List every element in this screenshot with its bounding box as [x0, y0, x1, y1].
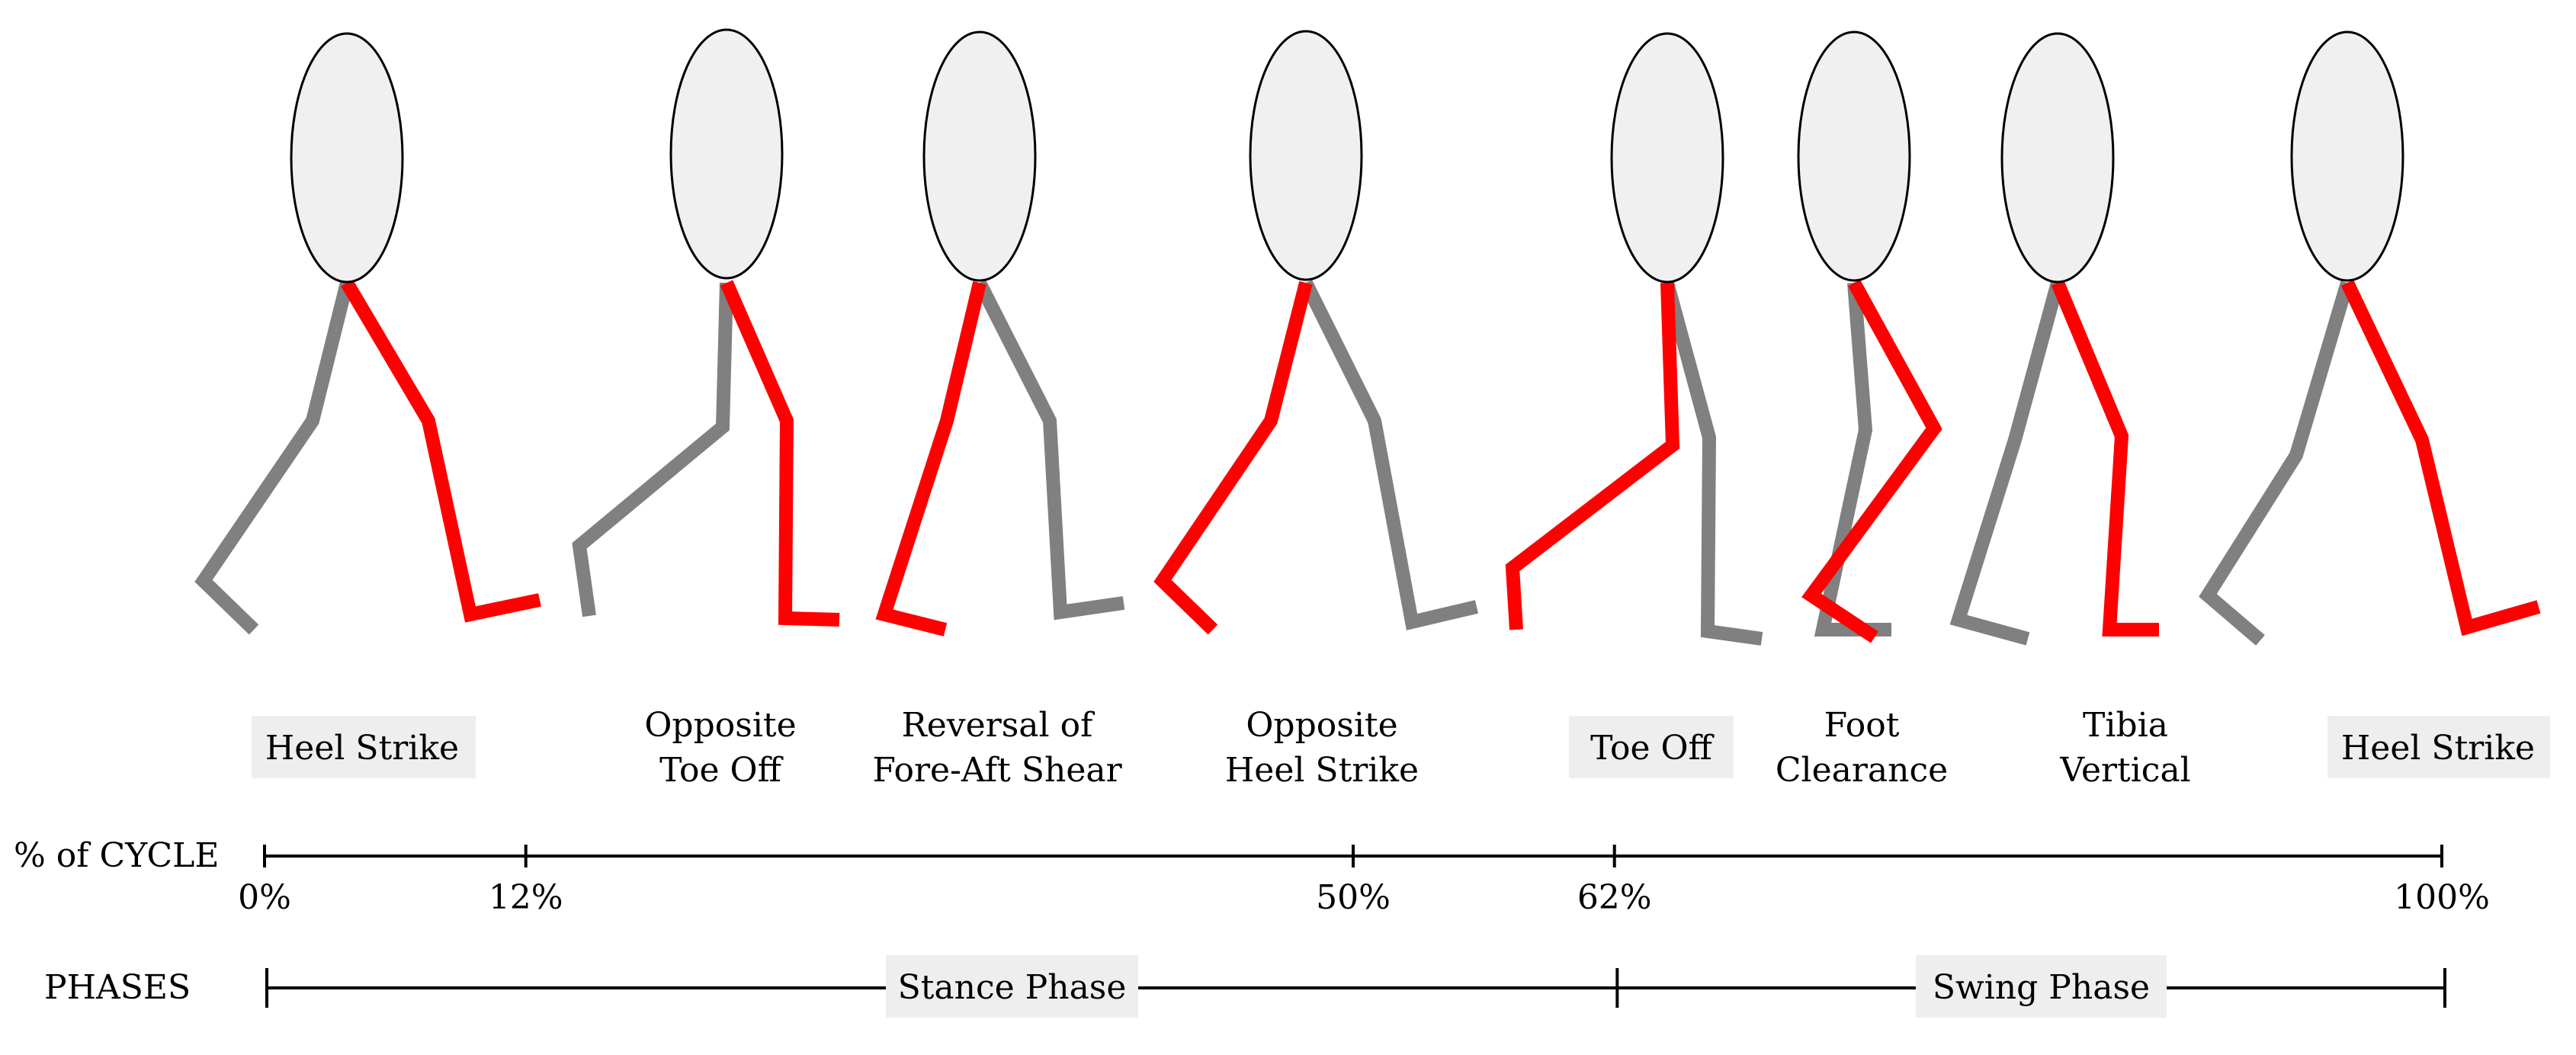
event-label-line: Toe Off	[1590, 729, 1715, 768]
walking-figure	[194, 32, 541, 635]
cycle-axis: % of CYCLE 0% 12% 50% 62% 100%	[14, 836, 2490, 917]
stance-leg	[2051, 280, 2159, 637]
phase-label-text: Stance Phase	[898, 968, 1127, 1007]
label-box	[1569, 716, 1734, 778]
event-label-line: Foot	[1824, 706, 1900, 745]
cycle-tick-label: 50%	[1316, 878, 1391, 917]
walking-figure	[1797, 30, 1942, 643]
stance-leg	[1801, 279, 1942, 643]
cycle-axis-label: % of CYCLE	[14, 836, 220, 875]
walking-figure	[1949, 32, 2159, 646]
event-label-line: Clearance	[1776, 751, 1948, 790]
event-label: Heel Strike	[2327, 716, 2550, 778]
event-label-line: Heel Strike	[265, 729, 459, 768]
event-label: Heel Strike	[252, 716, 476, 778]
label-box	[252, 716, 476, 778]
event-label-line: Vertical	[2059, 751, 2191, 790]
cycle-tick-label: 62%	[1577, 878, 1652, 917]
phase-label-box	[886, 955, 1138, 1018]
head	[1610, 32, 1724, 284]
label-box	[2327, 716, 2550, 778]
walking-figure	[875, 30, 1125, 637]
stance-leg	[1153, 281, 1313, 635]
event-label-line: Opposite	[1246, 706, 1397, 745]
stance-leg	[1505, 282, 1680, 630]
stance-leg	[720, 280, 840, 627]
event-label-line: Tibia	[2083, 706, 2168, 745]
event-label-line: Reversal of	[902, 706, 1095, 745]
cycle-tick-label: 0%	[238, 878, 291, 917]
swing-leg	[1299, 279, 1479, 630]
walking-figure	[572, 28, 840, 627]
phase-label-box	[1916, 955, 2167, 1018]
head	[2290, 30, 2404, 282]
swing-leg	[1660, 281, 1763, 646]
swing-leg	[2199, 281, 2354, 646]
event-label-line: Toe Off	[659, 751, 784, 790]
event-label: Reversal of Fore-Aft Shear	[872, 706, 1122, 790]
cycle-tick-label: 12%	[489, 878, 563, 917]
swing-leg	[194, 281, 354, 635]
swing-leg	[1949, 281, 2064, 646]
stance-leg	[341, 279, 541, 623]
walking-figure	[1505, 32, 1763, 646]
event-label: Toe Off	[1569, 716, 1734, 778]
walking-figures	[194, 28, 2541, 646]
head	[290, 32, 404, 284]
swing-leg	[572, 282, 733, 617]
stance-leg	[2340, 280, 2541, 637]
swing-leg	[973, 279, 1125, 620]
event-label-line: Heel Strike	[1225, 751, 1419, 790]
cycle-tick-label: 100%	[2394, 878, 2490, 917]
phase-label-text: Swing Phase	[1933, 968, 2150, 1007]
phases-axis: PHASES Stance Phase Swing Phase	[44, 955, 2446, 1018]
head	[1249, 30, 1363, 281]
walking-figure	[2199, 30, 2541, 646]
phases-axis-label: PHASES	[44, 968, 191, 1007]
event-label-line: Heel Strike	[2341, 729, 2535, 768]
phase-label: Stance Phase	[886, 955, 1138, 1018]
stance-leg	[875, 281, 986, 637]
phase-label: Swing Phase	[1916, 955, 2167, 1018]
walking-figure	[1153, 30, 1479, 635]
event-label-line: Fore-Aft Shear	[872, 751, 1122, 790]
head	[1797, 30, 1911, 282]
head	[2000, 32, 2115, 284]
event-label-line: Opposite	[644, 706, 796, 745]
head	[922, 30, 1037, 282]
head	[669, 28, 784, 280]
